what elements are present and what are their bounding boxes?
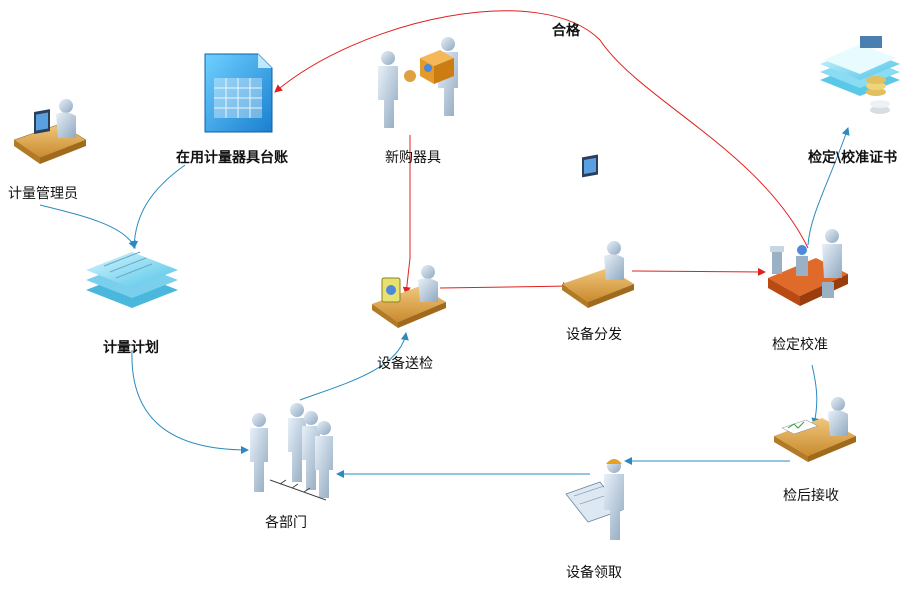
node-label-equipment-pickup: 设备领取	[566, 565, 622, 581]
node-label-equipment-submit: 设备送检	[377, 356, 433, 372]
admin-at-computer-icon	[13, 99, 87, 164]
department-people-icon	[250, 403, 333, 501]
submit-desk-icon	[372, 265, 446, 328]
certificate-stack-icon	[820, 36, 900, 114]
dispatch-computer-icon	[562, 154, 634, 308]
node-label-equipment-dispatch: 设备分发	[566, 327, 622, 343]
edge-submit-to-dispatch	[439, 282, 571, 291]
purchase-handover-icon	[378, 37, 458, 128]
edge-departments-to-submit	[299, 332, 409, 401]
edge-calibration-to-certificate	[807, 127, 850, 246]
node-label-metrology-plan: 计量计划	[103, 340, 159, 356]
node-label-metrology-admin: 计量管理员	[8, 186, 78, 202]
node-label-departments: 各部门	[265, 515, 307, 531]
ledger-spreadsheet-icon	[204, 53, 273, 133]
node-label-certificate: 检定\校准证书	[808, 150, 898, 166]
edge-qualified-to-ledger	[274, 10, 809, 249]
node-label-post-receive: 检后接收	[783, 488, 839, 504]
calibration-conveyor-icon	[768, 229, 848, 306]
edge-dispatch-to-calibration	[631, 267, 766, 276]
node-label-new-purchase: 新购器具	[385, 150, 441, 166]
edge-plan-to-departments	[131, 349, 249, 454]
plan-document-stack-icon	[86, 251, 178, 308]
edge-ledger-to-plan	[130, 164, 186, 249]
receive-desk-icon	[774, 397, 856, 462]
node-label-calibration: 检定校准	[772, 337, 828, 353]
pickup-worker-icon	[565, 459, 624, 540]
edge-calibration-to-receive	[811, 364, 820, 426]
edge-admin-to-plan	[39, 204, 136, 249]
edge-purchase-to-submit	[402, 135, 411, 295]
edge-label-qualified: 合格	[552, 22, 581, 39]
node-label-instrument-ledger: 在用计量器具台账	[176, 150, 288, 166]
